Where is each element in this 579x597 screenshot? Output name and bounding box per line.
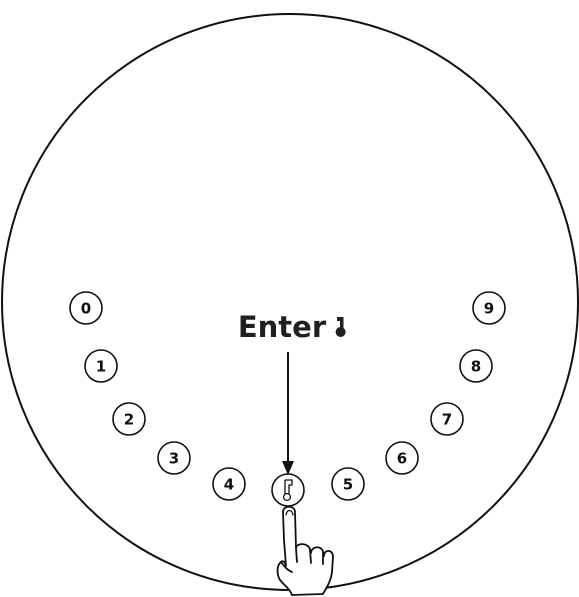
- key-4-outline: [212, 467, 246, 501]
- key-3-button[interactable]: 3: [157, 441, 191, 475]
- key-3-outline: [157, 441, 191, 475]
- key-5-outline: [331, 467, 365, 501]
- key-6-button[interactable]: 6: [385, 441, 419, 475]
- enter-label: Enter: [238, 310, 327, 344]
- key-5-label: 5: [343, 476, 353, 494]
- key-1-outline: [84, 349, 118, 383]
- digit-key-group: 0 1 2 3 4 5 6 7: [69, 291, 506, 501]
- key-4-button[interactable]: 4: [212, 467, 246, 501]
- key-0-button[interactable]: 0: [69, 291, 103, 325]
- enter-key-outline: [271, 473, 305, 507]
- key-7-label: 7: [442, 411, 452, 429]
- key-2-label: 2: [124, 411, 134, 429]
- key-9-label: 9: [484, 300, 494, 318]
- key-7-outline: [430, 402, 464, 436]
- key-icon: [282, 479, 293, 502]
- enter-key-button[interactable]: [271, 473, 305, 507]
- key-3-label: 3: [169, 450, 179, 468]
- key-9-button[interactable]: 9: [472, 291, 506, 325]
- key-9-outline: [472, 291, 506, 325]
- key-2-outline: [112, 402, 146, 436]
- key-7-button[interactable]: 7: [430, 402, 464, 436]
- key-4-label: 4: [224, 476, 234, 494]
- key-1-label: 1: [96, 358, 106, 376]
- pointing-hand-icon: [276, 505, 334, 596]
- key-6-label: 6: [397, 450, 407, 468]
- key-8-label: 8: [471, 358, 481, 376]
- key-0-outline: [69, 291, 103, 325]
- key-0-label: 0: [81, 300, 91, 318]
- arrow-down-icon: [282, 352, 294, 475]
- key-1-button[interactable]: 1: [84, 349, 118, 383]
- key-2-button[interactable]: 2: [112, 402, 146, 436]
- enter-instruction: Enter: [238, 310, 346, 344]
- key-icon: [335, 317, 346, 337]
- key-5-button[interactable]: 5: [331, 467, 365, 501]
- key-8-outline: [459, 349, 493, 383]
- key-8-button[interactable]: 8: [459, 349, 493, 383]
- key-6-outline: [385, 441, 419, 475]
